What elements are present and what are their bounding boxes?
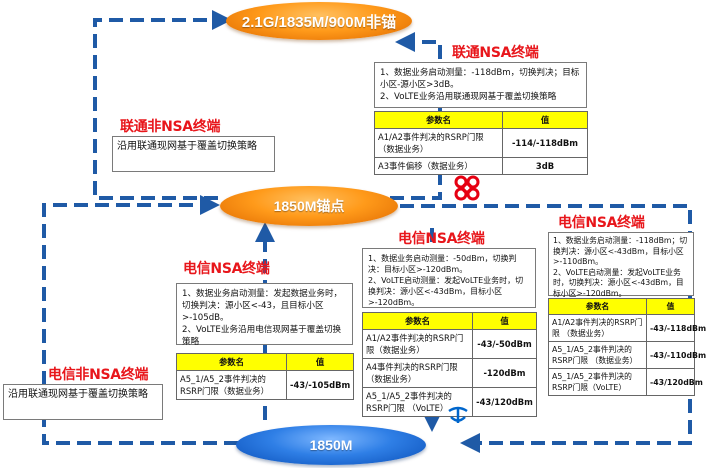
param-name: A3事件偏移（数据业务） [374,157,503,175]
unicom-nsa-note-line-1: 1、数据业务启动测量：-118dBm，切换判决；目标小区-源小区>3dB。 [380,68,580,90]
telecom-nsa-left-note-line-2: 2、VoLTE业务沿用电信现网基于覆盖切换策略 [182,325,342,347]
param-name: A1/A2事件判决的RSRP门限 （数据业务） [374,128,503,158]
param-name: A5_1/A5_2事件判决的RSRP门限（VoLTE） [548,368,647,396]
param-name: A1/A2事件判决的RSRP门限 （数据业务） [548,314,647,342]
arrow-telecom-non-nsa [42,195,238,445]
param-name: A5_1/A5_2事件判决的RSRP门限（数据业务） [176,370,287,400]
table-row: A3事件偏移（数据业务） 3dB [374,157,588,175]
unicom-nsa-note-line-2: 2、VoLTE业务沿用联通现网基于覆盖切换策略 [380,92,557,102]
arrow-unicom-non-nsa [93,10,232,200]
bottom-node-label: 1850M [309,437,353,453]
table-row: A5_1/A5_2事件判决的RSRP门限（VoLTE） -43/120dBm [548,368,703,396]
table-header-value: 值 [646,298,695,315]
table-header-param: 参数名 [176,353,287,371]
param-value: -43/-118dBm [646,314,706,342]
telecom-non-nsa-heading: 电信非NSA终端 [48,367,149,383]
anchor-node: 1850M锚点 [220,186,398,226]
telecom-nsa-right-heading: 电信NSA终端 [558,215,645,231]
table-row: A1/A2事件判决的RSRP门限 （数据业务） -43/-118dBm [548,314,706,342]
table-row: A4事件判决的RSRP门限 （数据业务） -120dBm [362,358,537,388]
telecom-nsa-left-table: 参数名 值 A5_1/A5_2事件判决的RSRP门限（数据业务） -43/-10… [176,353,354,400]
param-value: -43/120dBm [472,387,537,417]
table-row: A5_1/A5_2事件判决的RSRP门限 （VoLTE） -43/120dBm [362,387,537,417]
china-telecom-logo-icon [448,406,468,423]
unicom-non-nsa-heading: 联通非NSA终端 [120,119,221,135]
table-row: A5_1/A5_2事件判决的RSRP门限（数据业务） -43/-105dBm [176,370,354,400]
telecom-nsa-right-note-line-2: 2、VoLTE启动测量：发起VoLTE业务时，切换判决：源小区<-43dBm，目… [553,267,684,298]
telecom-nsa-middle-note-line-2: 2、VoLTE启动测量：发起VoLTE业务时，切换判决：源小区<-43dBm，目… [368,276,524,307]
telecom-nsa-left-heading: 电信NSA终端 [183,261,270,277]
param-value: -120dBm [472,358,537,388]
telecom-nsa-middle-table: 参数名 值 A1/A2事件判决的RSRP门限（数据业务） -43/-50dBm … [362,312,537,417]
unicom-nsa-table: 参数名 值 A1/A2事件判决的RSRP门限 （数据业务） -114/-118d… [374,111,588,175]
top-node: 2.1G/1835M/900M非锚 [226,2,412,40]
telecom-nsa-right-table: 参数名 值 A1/A2事件判决的RSRP门限 （数据业务） -43/-118dB… [548,298,706,396]
bottom-node: 1850M [236,425,426,465]
table-header-value: 值 [502,111,588,129]
table-header-value: 值 [286,353,354,371]
param-value: 3dB [502,157,588,175]
param-value: -43/-110dBm [646,341,706,369]
telecom-non-nsa-note: 沿用联通现网基于覆盖切换策略 [3,384,163,420]
param-name: A5_1/A5_2事件判决的RSRP门限 （VoLTE） [362,387,473,417]
table-header-value: 值 [472,312,537,330]
telecom-nsa-middle-note: 1、数据业务启动测量：-50dBm，切换判决：目标小区>-120dBm。 2、V… [362,248,536,308]
param-name: A5_1/A5_2事件判决的RSRP门限 （数据业务） [548,341,647,369]
param-value: -114/-118dBm [502,128,588,158]
telecom-nsa-middle-note-line-1: 1、数据业务启动测量：-50dBm，切换判决：目标小区>-120dBm。 [368,254,517,274]
unicom-non-nsa-note: 沿用联通现网基于覆盖切换策略 [112,136,275,172]
param-name: A1/A2事件判决的RSRP门限（数据业务） [362,329,473,359]
param-value: -43/-105dBm [286,370,354,400]
table-header-param: 参数名 [362,312,473,330]
param-value: -43/120dBm [646,368,703,396]
unicom-nsa-note: 1、数据业务启动测量：-118dBm，切换判决；目标小区-源小区>3dB。 2、… [374,62,587,108]
top-node-label: 2.1G/1835M/900M非锚 [241,13,397,31]
telecom-nsa-left-note-line-1: 1、数据业务启动测量：发起数据业务时，切换判决：源小区<-43，且目标小区>-1… [182,289,343,323]
param-value: -43/-50dBm [472,329,537,359]
unicom-knot-logo-icon [454,175,480,201]
param-name: A4事件判决的RSRP门限 （数据业务） [362,358,473,388]
anchor-node-label: 1850M锚点 [273,198,345,214]
table-row: A1/A2事件判决的RSRP门限（数据业务） -43/-50dBm [362,329,537,359]
telecom-nsa-middle-heading: 电信NSA终端 [398,231,485,247]
table-header-param: 参数名 [548,298,647,315]
telecom-nsa-right-note: 1、数据业务启动测量：-118dBm；切换判决：源小区<-43dBm，目标小区>… [548,232,694,298]
unicom-nsa-heading: 联通NSA终端 [452,45,539,61]
table-row: A5_1/A5_2事件判决的RSRP门限 （数据业务） -43/-110dBm [548,341,706,369]
table-header-param: 参数名 [374,111,503,129]
table-row: A1/A2事件判决的RSRP门限 （数据业务） -114/-118dBm [374,128,588,158]
telecom-nsa-left-note: 1、数据业务启动测量：发起数据业务时，切换判决：源小区<-43，且目标小区>-1… [176,283,353,347]
telecom-nsa-right-note-line-1: 1、数据业务启动测量：-118dBm；切换判决：源小区<-43dBm，目标小区>… [553,236,688,266]
